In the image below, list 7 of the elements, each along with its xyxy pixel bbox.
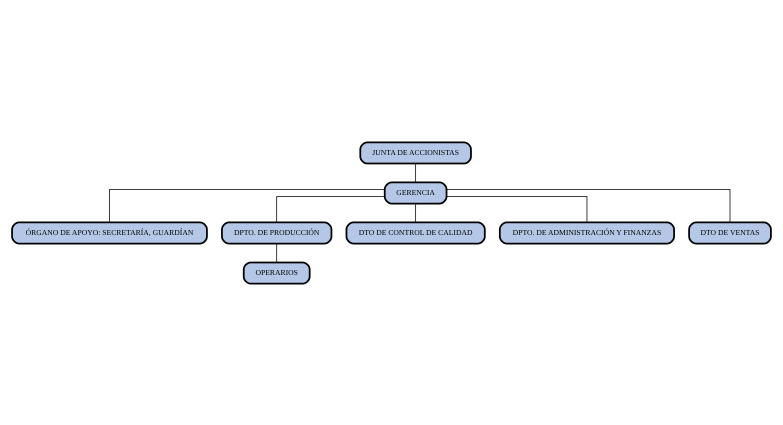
connector [415, 162, 416, 182]
connector [415, 202, 416, 222]
connector [446, 196, 588, 222]
connector [276, 196, 386, 222]
connector [109, 188, 385, 222]
connector [446, 188, 730, 222]
connector [276, 242, 278, 262]
